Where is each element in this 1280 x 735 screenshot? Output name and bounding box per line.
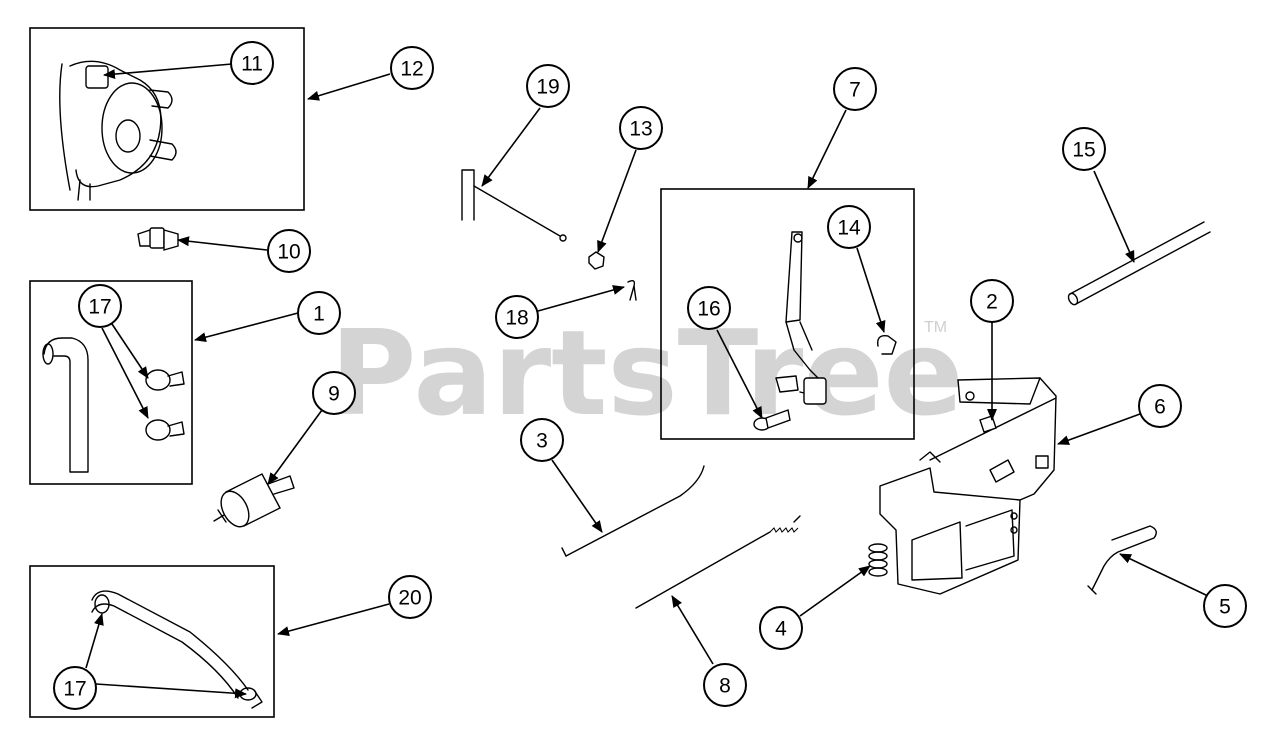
svg-text:11: 11 [241,53,263,76]
svg-text:5: 5 [1219,596,1231,619]
svg-text:4: 4 [775,618,787,641]
nut-part[interactable] [588,251,605,270]
svg-text:1: 1 [313,303,325,326]
svg-text:10: 10 [277,241,300,264]
clip-part[interactable] [877,335,897,355]
svg-text:6: 6 [1154,396,1166,419]
callout-19[interactable]: 19 [526,64,570,108]
cotter-pin-part[interactable] [627,279,637,301]
bolt-part[interactable] [753,409,791,431]
svg-text:7: 7 [849,79,861,102]
svg-text:20: 20 [398,587,421,610]
fuel-line-kit-box [29,280,193,485]
callout-17-fuel-line-kit[interactable]: 17 [78,284,122,328]
callout-15[interactable]: 15 [1062,127,1106,171]
svg-text:12: 12 [400,58,423,81]
callout-7[interactable]: 7 [833,67,877,111]
hose-clamp-part[interactable] [145,369,185,441]
fuel-line-group [29,565,275,718]
svg-text:19: 19 [536,76,559,99]
callout-17-fuel-line[interactable]: 17 [53,666,97,710]
svg-text:15: 15 [1072,139,1095,162]
svg-text:14: 14 [837,217,861,240]
fuel-pump-box [29,27,305,211]
callout-20[interactable]: 20 [388,575,432,619]
throttle-lever-box [660,188,915,440]
fitting-part[interactable] [137,227,179,251]
throttle-lever-part[interactable] [775,231,827,405]
spring-part[interactable] [868,543,888,577]
svg-text:18: 18 [505,307,528,330]
choke-rod-part[interactable] [635,515,801,609]
callout-6[interactable]: 6 [1138,384,1182,428]
shaft-part[interactable] [1067,221,1211,306]
linkage-rod-part[interactable] [461,169,567,242]
callout-18[interactable]: 18 [495,295,539,339]
svg-text:9: 9 [328,383,340,406]
throttle-lever-group [660,188,915,440]
svg-text:17: 17 [63,678,86,701]
leader-lines [85,63,1209,699]
callout-11[interactable]: 11 [230,41,274,85]
svg-text:2: 2 [986,291,998,314]
callout-8[interactable]: 8 [703,663,747,707]
svg-text:3: 3 [536,430,548,453]
fuel-hose-part[interactable] [42,337,89,473]
callout-1[interactable]: 1 [297,291,341,335]
svg-text:16: 16 [697,298,720,321]
watermark-text: PartsTree [330,304,964,442]
callout-2[interactable]: 2 [970,279,1014,323]
throttle-rod-part[interactable] [561,465,705,557]
callout-9[interactable]: 9 [312,371,356,415]
fuel-line-part[interactable] [91,590,263,709]
svg-text:8: 8 [719,675,731,698]
fuel-filter-part[interactable] [213,473,295,531]
callout-12[interactable]: 12 [390,46,434,90]
callout-13[interactable]: 13 [619,106,663,150]
callout-14[interactable]: 14 [827,205,871,249]
fuel-line-box [29,565,275,718]
callout-3[interactable]: 3 [520,418,564,462]
fuel-pump-part[interactable] [59,60,177,201]
callout-4[interactable]: 4 [759,606,803,650]
trademark-symbol: TM [924,319,947,336]
fuel-pump-group [29,27,305,211]
callout-16[interactable]: 16 [687,286,731,330]
callout-10[interactable]: 10 [267,229,311,273]
svg-text:13: 13 [629,118,652,141]
svg-text:17: 17 [88,296,111,319]
fuel-line-kit-group [29,280,193,485]
screw-part[interactable] [979,415,997,433]
callout-5[interactable]: 5 [1203,584,1247,628]
link-part[interactable] [1087,525,1157,595]
